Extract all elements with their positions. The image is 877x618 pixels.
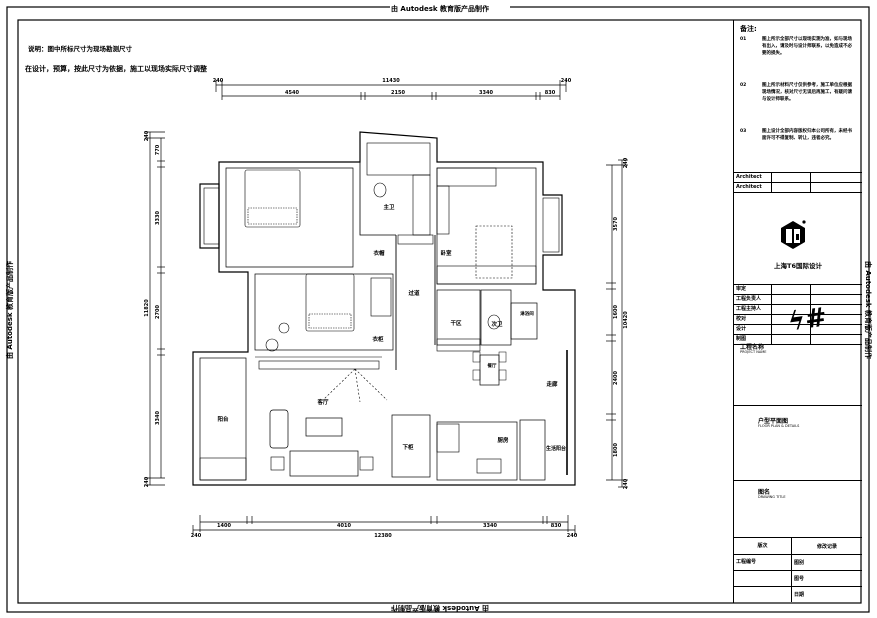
dim-bottom-seg-3: 3340	[483, 523, 497, 529]
room-label-utility-balcony: 生活阳台	[546, 445, 566, 452]
dim-left-seg-1: 770	[155, 144, 161, 155]
drawing-name-en: DRAWING TITLE	[758, 495, 786, 499]
dim-left-wall-bottom: 240	[144, 476, 150, 487]
dim-top-total: 11430	[382, 78, 400, 84]
dim-bottom-seg-1: 1400	[217, 523, 231, 529]
dim-left-seg-4: 3340	[155, 411, 161, 425]
room-label-shower: 淋浴间	[520, 310, 534, 317]
project-name-label: 工程名称	[740, 344, 765, 351]
dim-bottom-total: 12380	[374, 533, 392, 539]
room-label-dining: 餐厅	[487, 362, 497, 369]
furniture	[244, 169, 501, 403]
dimension-left	[145, 131, 165, 486]
drawing-content-en: FLOOR PLAN & DETAILS	[758, 424, 800, 428]
room-label-second-bath: 次卫	[491, 320, 503, 328]
project-name-en: PROJECT NAME	[740, 350, 767, 354]
dim-right-total: 10420	[623, 311, 629, 329]
watermark-top: 由 Autodesk 教育版产品制作	[391, 4, 489, 13]
dim-left-seg-2: 3330	[155, 211, 161, 225]
room-label-corridor: 过道	[408, 289, 420, 297]
dimension-bottom	[192, 515, 576, 535]
note-line-1: 说明：图中所标尺寸为现场勘测尺寸	[28, 44, 133, 53]
dim-right-seg-4: 1800	[613, 443, 619, 457]
dim-bottom-seg-2: 4010	[337, 523, 351, 529]
architect-label-2: Architect	[734, 183, 772, 192]
dim-top-seg-3: 3340	[479, 90, 493, 96]
dim-right-wall-bottom: 240	[623, 478, 629, 489]
room-label-bedroom-door: 卧室	[440, 249, 452, 257]
room-label-master-bath: 主卫	[383, 203, 395, 211]
remarks-heading: 备注:	[740, 25, 757, 33]
room-label-cloakroom: 衣帽	[373, 249, 385, 257]
dim-top-wall-right: 240	[561, 78, 572, 84]
room-label-entry-cabinet: 下柜	[402, 443, 414, 451]
room-label-aisle: 走廊	[545, 380, 558, 388]
revision-table: 版次修改记录 工程编号图别 图号 日期	[734, 537, 862, 602]
dim-top-wall-left: 240	[213, 78, 224, 84]
architect-rows: Architect Architect	[734, 172, 862, 193]
dim-bottom-wall-right: 240	[567, 533, 578, 539]
drawing-name-label: 图名	[758, 489, 771, 496]
dim-top-seg-2: 2150	[391, 90, 405, 96]
dim-top-seg-1: 4540	[285, 90, 299, 96]
roles-table: 审定 工程负责人 工程主持人 校对 设计 制图	[734, 284, 862, 345]
dim-bottom-wall-left: 240	[191, 533, 202, 539]
dim-left-wall-top: 240	[144, 130, 150, 141]
company-name: 上海T6国际设计	[774, 262, 822, 270]
dim-left-seg-3: 2700	[155, 305, 161, 319]
dim-right-seg-2: 1600	[613, 305, 619, 319]
room-label-wardrobe: 衣柜	[372, 335, 384, 343]
note-line-2: 在设计，预算，按此尺寸为依据，施工以现场实际尺寸调整	[25, 64, 207, 73]
watermark-bottom: 由 Autodesk 教育版产品制作	[391, 604, 489, 613]
dim-right-seg-3: 2400	[613, 371, 619, 385]
room-label-living-room: 客厅	[316, 398, 329, 406]
drawing-content-label: 户型平面图	[758, 418, 789, 425]
room-label-balcony: 阳台	[217, 415, 229, 423]
dimension-top	[215, 80, 567, 100]
dim-top-seg-4: 830	[545, 90, 556, 96]
room-label-kitchen: 厨房	[497, 436, 509, 444]
room-label-dry-area: 干区	[450, 319, 462, 327]
dimension-right	[606, 159, 628, 488]
floor-plan-walls	[192, 131, 576, 486]
architect-label: Architect	[734, 173, 772, 182]
dim-right-wall-top: 240	[623, 157, 629, 168]
dim-left-total: 11820	[144, 299, 150, 317]
company-logo-section: 上海T6国际设计	[734, 192, 862, 284]
watermark-left: 由 Autodesk 教育版产品制作	[5, 261, 14, 359]
dim-right-seg-1: 3570	[613, 217, 619, 231]
signature: ϟ#	[786, 302, 829, 338]
dim-bottom-seg-4: 830	[551, 523, 562, 529]
inner-frame	[17, 19, 862, 604]
watermark-right: 由 Autodesk 教育版产品制作	[864, 261, 873, 359]
t6-logo-icon	[781, 220, 806, 249]
